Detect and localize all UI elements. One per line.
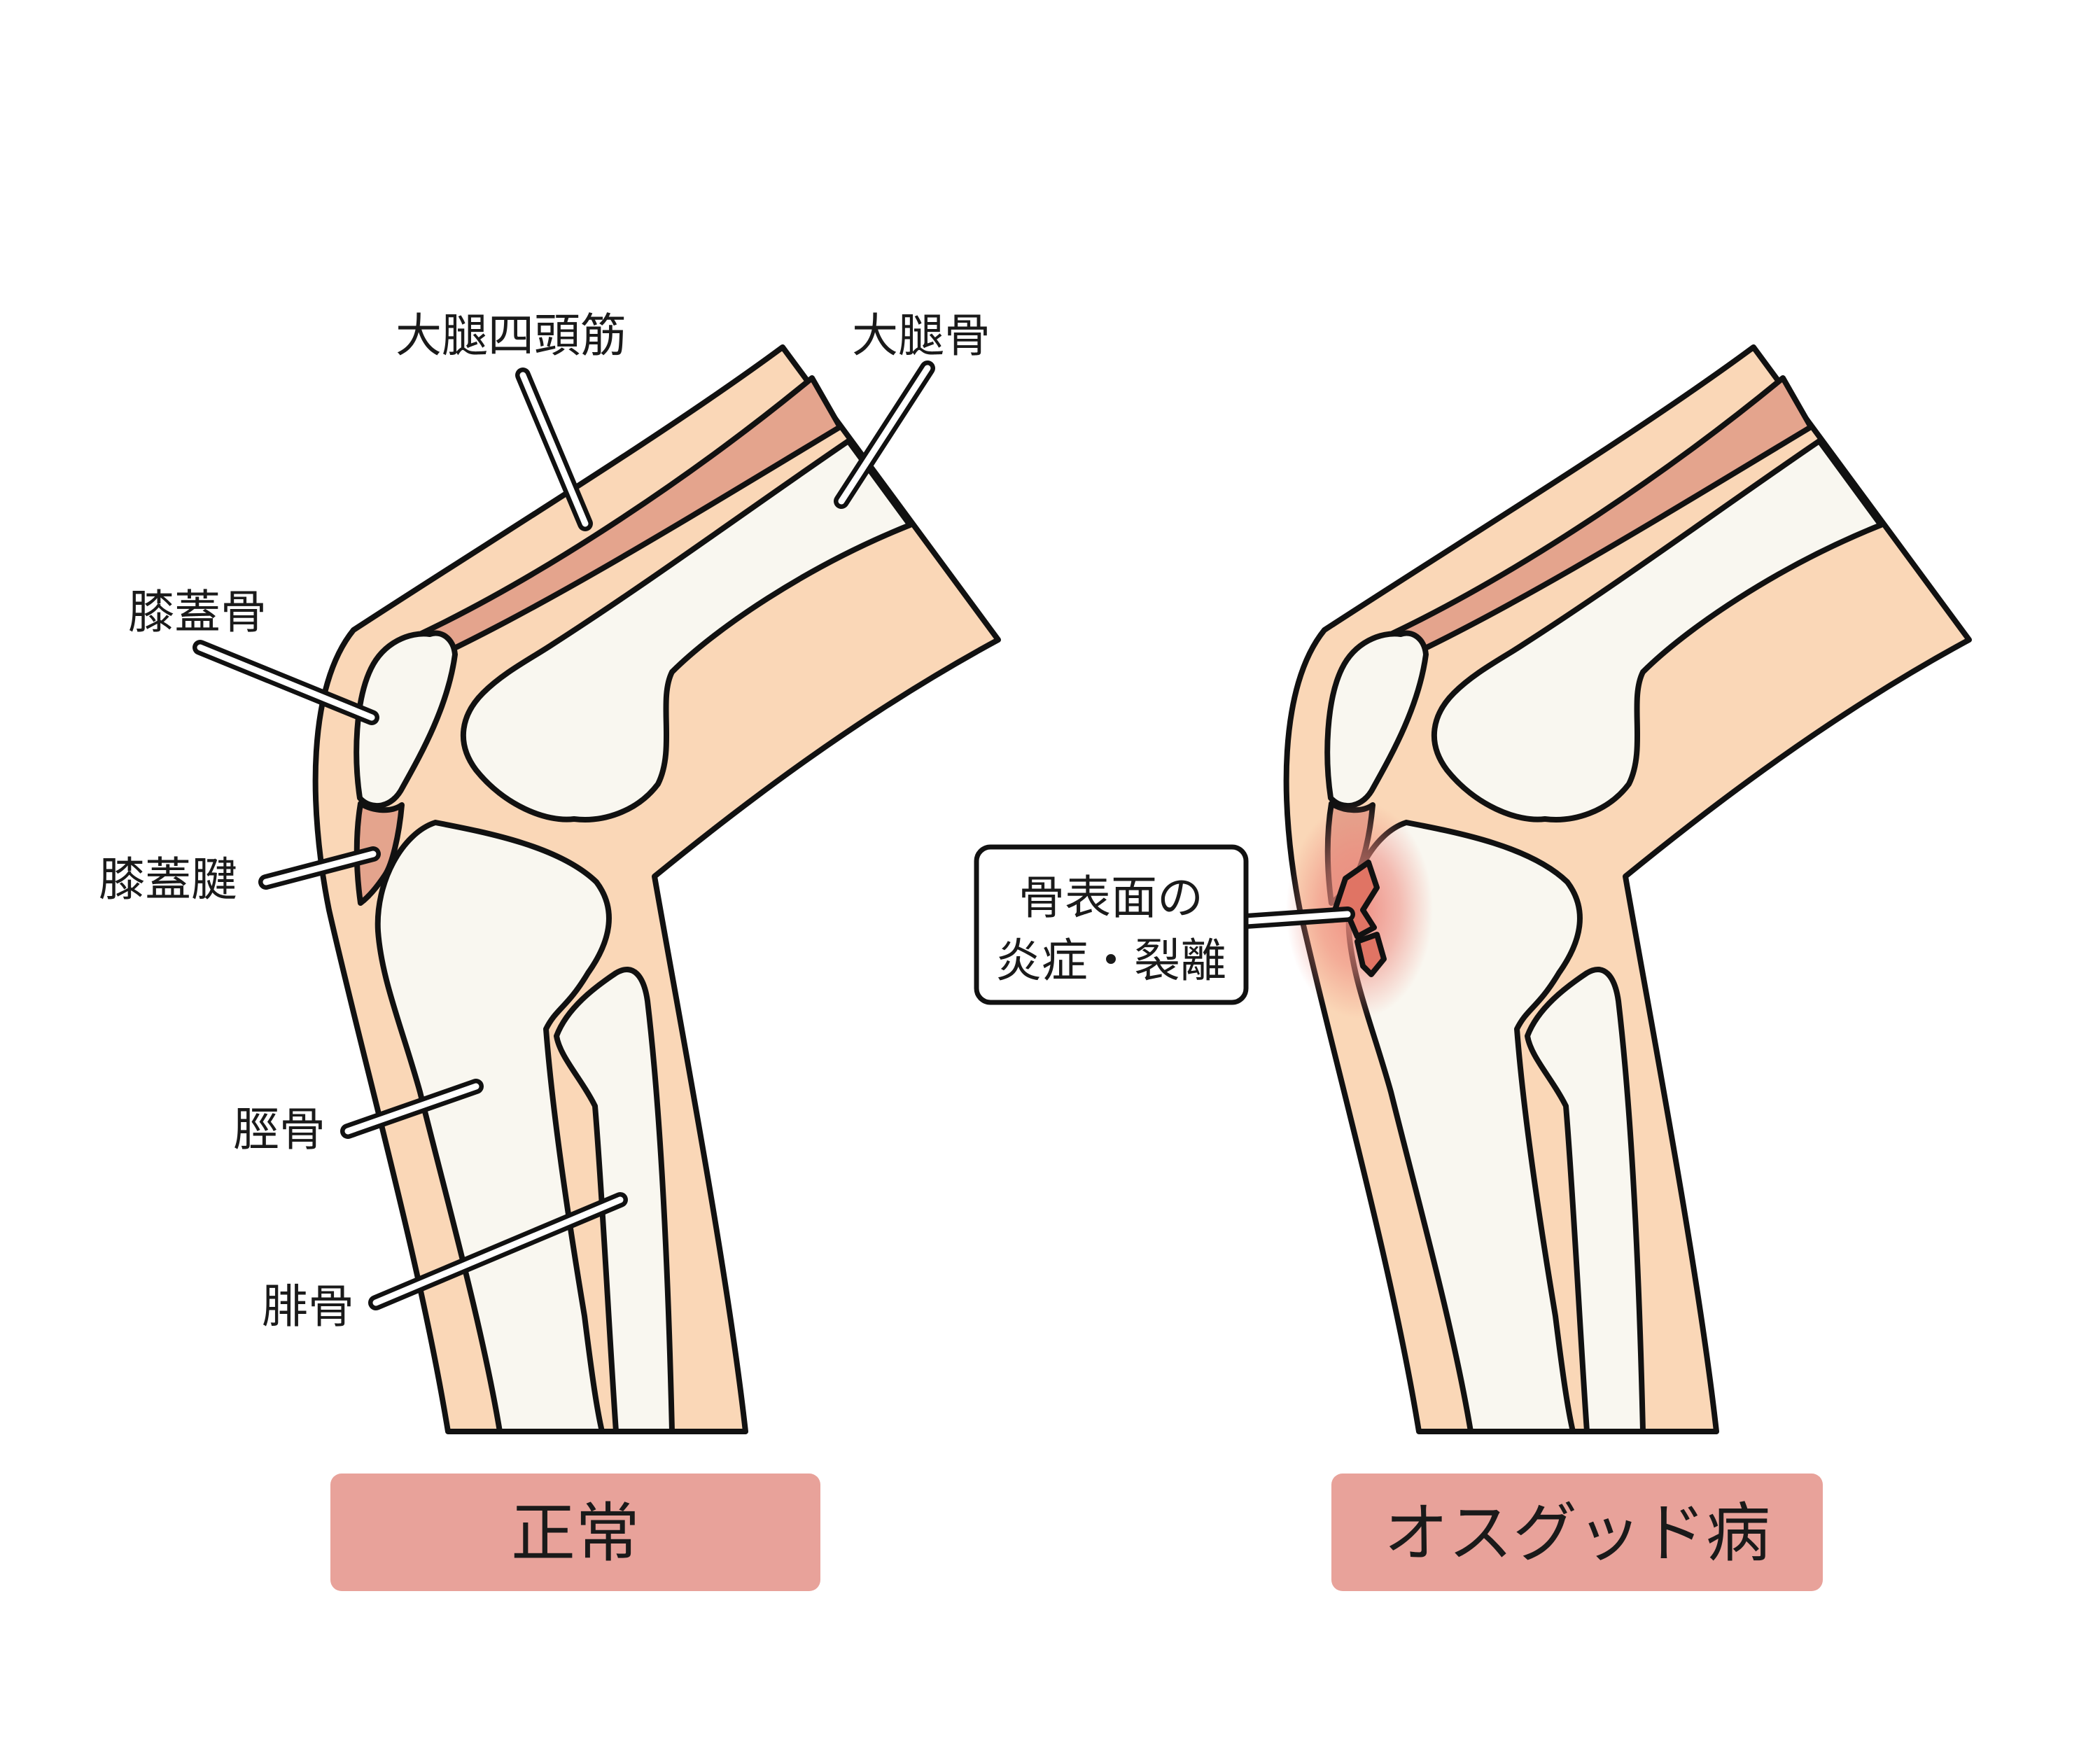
caption-normal: 正常 — [330, 1474, 820, 1591]
normal-knee-illustration — [316, 347, 998, 1432]
label-patella: 膝蓋骨 — [128, 585, 267, 639]
normal-leader-lines — [192, 360, 935, 1310]
label-tibia: 脛骨 — [233, 1102, 326, 1156]
osgood-knee-illustration — [1286, 347, 1969, 1432]
caption-normal-text: 正常 — [511, 1496, 640, 1571]
callout-line-2: 炎症・裂離 — [995, 934, 1226, 988]
caption-osgood: オスグッド病 — [1331, 1474, 1823, 1591]
callout-box — [974, 844, 1249, 1005]
label-fibula: 腓骨 — [262, 1280, 354, 1334]
osgood-callout: 骨表面の 炎症・裂離 — [974, 844, 1355, 1005]
label-patellar-tendon: 膝蓋腱 — [99, 853, 237, 906]
caption-osgood-text: オスグッド病 — [1384, 1496, 1770, 1571]
callout-line-1: 骨表面の — [1018, 871, 1203, 925]
label-quadriceps: 大腿四頭筋 — [396, 309, 626, 363]
label-femur: 大腿骨 — [852, 309, 990, 363]
